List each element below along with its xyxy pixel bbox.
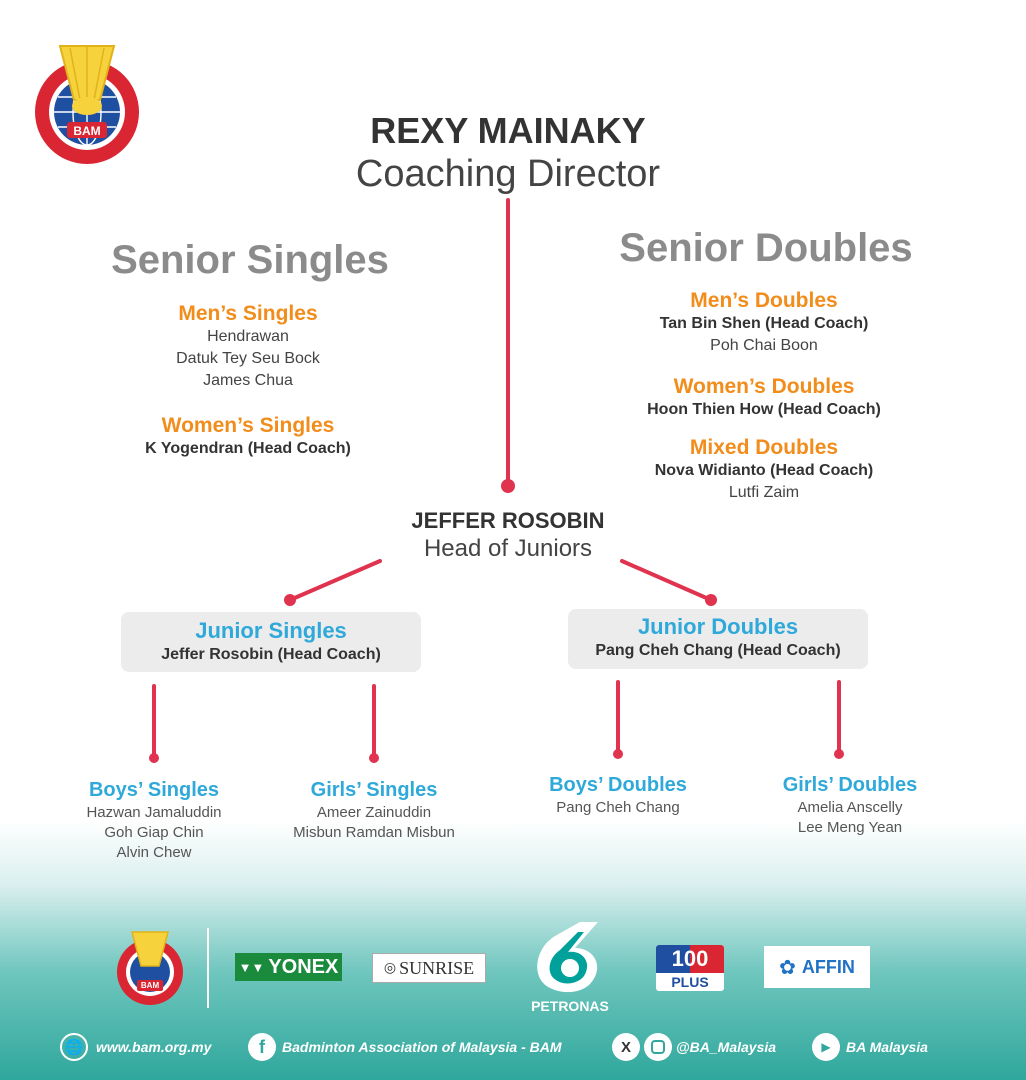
coach-name: Amelia Anscelly [797, 799, 903, 816]
affin-logo: ✿ AFFIN [764, 946, 870, 988]
coach-name: James Chua [203, 372, 293, 389]
mixed-doubles-label: Mixed Doubles [689, 436, 839, 459]
junior-singles-label: Junior Singles [195, 618, 347, 643]
sunrise-logo: ◎ SUNRISE [372, 953, 486, 983]
junior-singles-box: Junior Singles Jeffer Rosobin (Head Coac… [121, 612, 421, 672]
coach-name: Goh Giap Chin [104, 824, 204, 841]
girls-doubles-group: Girls’ Doubles Amelia Anscelly Lee Meng … [740, 772, 960, 838]
coach-name: Misbun Ramdan Misbun [293, 824, 455, 841]
coach-name: Nova Widianto (Head Coach) [654, 462, 874, 479]
coach-name: Poh Chai Boon [710, 337, 818, 354]
footer-divider [207, 928, 209, 1008]
100plus-number: 100 [656, 945, 724, 973]
affin-flower-icon: ✿ [779, 956, 796, 979]
youtube-link: BA Malaysia [846, 1039, 928, 1055]
junior-singles-head-coach: Jeffer Rosobin (Head Coach) [161, 646, 381, 663]
footer-bam-logo: BAM [112, 928, 188, 1006]
juniors-head-name: JEFFER ROSOBIN [411, 508, 605, 533]
100plus-text: PLUS [671, 974, 709, 990]
petronas-text: PETRONAS [531, 998, 609, 1014]
girls-doubles-label: Girls’ Doubles [782, 774, 918, 796]
bam-emblem-icon [35, 45, 139, 164]
womens-doubles-group: Women’s Doubles Hoon Thien How (Head Coa… [614, 375, 914, 421]
bam-emblem-icon [117, 931, 183, 1005]
coach-name: Datuk Tey Seu Bock [176, 350, 320, 367]
boys-doubles-group: Boys’ Doubles Pang Cheh Chang [508, 772, 728, 818]
affin-text: AFFIN [801, 956, 855, 977]
girls-singles-group: Girls’ Singles Ameer Zainuddin Misbun Ra… [264, 777, 484, 843]
senior-doubles-heading: Senior Doubles [619, 226, 913, 270]
globe-icon: 🌐 [60, 1033, 88, 1061]
petronas-logo: PETRONAS [520, 918, 620, 1016]
coach-name: Hendrawan [207, 328, 289, 345]
coach-name: Lutfi Zaim [728, 484, 800, 501]
womens-doubles-label: Women’s Doubles [673, 375, 855, 398]
bam-logo: BAM [30, 40, 145, 165]
womens-singles-label: Women’s Singles [161, 414, 335, 437]
director-block: REXY MAINAKY Coaching Director [300, 110, 716, 196]
facebook-link: Badminton Association of Malaysia - BAM [282, 1039, 562, 1055]
coach-name: Alvin Chew [116, 844, 192, 861]
youtube-icon: ▶ [812, 1033, 840, 1061]
senior-singles-heading: Senior Singles [111, 238, 389, 282]
footer-youtube[interactable]: ▶ BA Malaysia [812, 1032, 928, 1062]
boys-singles-group: Boys’ Singles Hazwan Jamaluddin Goh Giap… [44, 777, 264, 863]
coach-name: K Yogendran (Head Coach) [145, 440, 351, 457]
website-link: www.bam.org.my [96, 1039, 212, 1055]
sunrise-text: SUNRISE [399, 957, 475, 978]
juniors-head-block: JEFFER ROSOBIN Head of Juniors [340, 508, 676, 564]
girls-singles-label: Girls’ Singles [310, 779, 438, 801]
junior-doubles-head-coach: Pang Cheh Chang (Head Coach) [595, 642, 841, 659]
mens-doubles-label: Men’s Doubles [690, 289, 838, 312]
footer-social-handle[interactable]: X @BA_Malaysia [612, 1032, 776, 1062]
boys-doubles-label: Boys’ Doubles [549, 774, 687, 796]
coach-name: Ameer Zainuddin [316, 804, 432, 821]
juniors-head-title: Head of Juniors [423, 535, 593, 562]
boys-singles-label: Boys’ Singles [88, 779, 220, 801]
coach-name: Pang Cheh Chang [556, 799, 680, 816]
yonex-text: YONEX [268, 955, 339, 978]
coach-name: Hoon Thien How (Head Coach) [647, 401, 881, 418]
x-icon: X [612, 1033, 640, 1061]
social-handle: @BA_Malaysia [676, 1039, 777, 1055]
coach-name: Hazwan Jamaluddin [86, 804, 222, 821]
mixed-doubles-group: Mixed Doubles Nova Widianto (Head Coach)… [614, 436, 914, 504]
mens-doubles-group: Men’s Doubles Tan Bin Shen (Head Coach) … [614, 289, 914, 357]
mens-singles-label: Men’s Singles [178, 302, 318, 325]
director-name: REXY MAINAKY [370, 110, 646, 151]
womens-singles-group: Women’s Singles K Yogendran (Head Coach) [98, 414, 398, 460]
instagram-icon [644, 1033, 672, 1061]
mens-singles-group: Men’s Singles Hendrawan Datuk Tey Seu Bo… [98, 302, 398, 392]
100plus-logo: 100 PLUS [656, 945, 724, 991]
director-title: Coaching Director [355, 153, 661, 195]
footer-bam-text: BAM [140, 981, 160, 990]
yonex-mark-icon: ▼▼ [238, 959, 265, 975]
junior-doubles-label: Junior Doubles [637, 614, 799, 639]
yonex-logo: ▼▼ YONEX [235, 953, 342, 981]
bam-logo-text: BAM [73, 124, 101, 138]
footer-facebook[interactable]: f Badminton Association of Malaysia - BA… [248, 1032, 562, 1062]
petronas-emblem-icon [537, 922, 598, 993]
sunrise-mark-icon: ◎ [383, 960, 397, 976]
footer-website[interactable]: 🌐 www.bam.org.my [60, 1032, 211, 1062]
coach-name: Tan Bin Shen (Head Coach) [659, 315, 869, 332]
coach-name: Lee Meng Yean [797, 819, 903, 836]
junior-doubles-box: Junior Doubles Pang Cheh Chang (Head Coa… [568, 609, 868, 669]
facebook-icon: f [248, 1033, 276, 1061]
